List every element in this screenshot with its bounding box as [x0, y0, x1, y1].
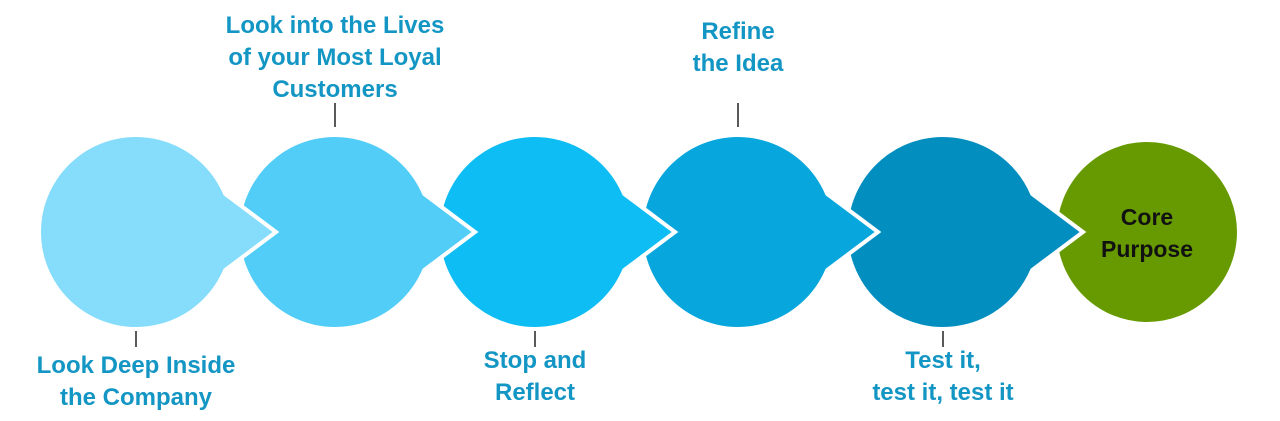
step-label-line: test it, test it	[872, 379, 1014, 406]
step-label-line: Test it,	[905, 347, 981, 374]
step-label-line: Refine	[701, 18, 775, 45]
step-shape-test-it	[844, 133, 1087, 331]
step-label-line: Stop and	[483, 347, 587, 374]
step-label-line: Customers	[272, 76, 398, 103]
step-label-refine-idea: Refine the Idea	[588, 16, 888, 80]
step-shape-look-deep-inside	[37, 133, 280, 331]
step-label-line: Look Deep Inside	[36, 352, 236, 379]
step-label-line: the Idea	[692, 50, 784, 77]
step-label-look-deep-inside: Look Deep Inside the Company	[0, 350, 286, 414]
step-label-line: Reflect	[494, 379, 576, 406]
step-label-line: of your Most Loyal	[228, 44, 442, 71]
core-purpose-label-line: Purpose	[1100, 236, 1194, 262]
step-label-test-it: Test it, test it, test it	[793, 345, 1093, 409]
step-label-line: the Company	[59, 384, 212, 411]
step-label-line: Look into the Lives	[225, 12, 445, 39]
core-purpose-label: Core Purpose	[1070, 201, 1224, 265]
core-purpose-label-line: Core	[1120, 204, 1174, 230]
